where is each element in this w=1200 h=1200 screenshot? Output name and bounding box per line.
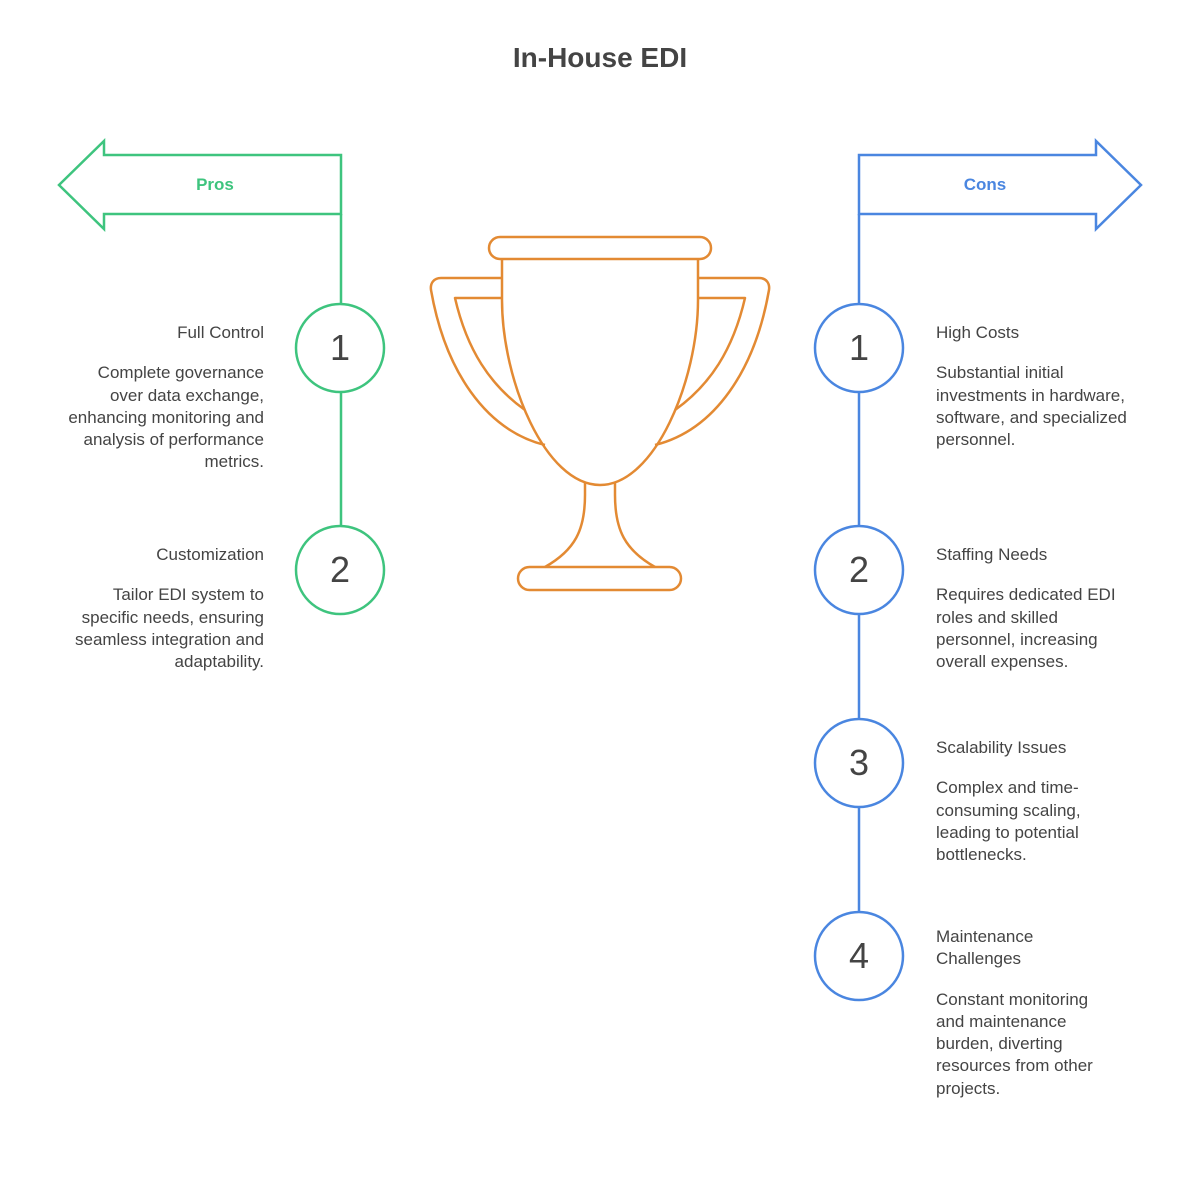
cons-item-2: Staffing Needs Requires dedicated EDI ro… xyxy=(936,544,1136,673)
cons-circle-3 xyxy=(813,717,905,809)
pros-item-2: Customization Tailor EDI system to speci… xyxy=(64,544,264,673)
item-title: High Costs xyxy=(936,323,1020,342)
cons-item-1: High Costs Substantial initial investmen… xyxy=(936,322,1136,451)
pros-number-2: 2 xyxy=(329,549,351,590)
item-text: Substantial initial investments in hardw… xyxy=(936,363,1127,450)
item-text: Complex and time-consuming scaling, lead… xyxy=(936,778,1081,865)
cons-circle-1 xyxy=(813,302,905,394)
item-title: Customization xyxy=(156,545,264,564)
cons-item-3: Scalability Issues Complex and time-cons… xyxy=(936,737,1136,866)
item-title: Full Control xyxy=(177,323,264,342)
cons-item-4: Maintenance Challenges Constant monitori… xyxy=(936,926,1093,1100)
page-title: In-House EDI xyxy=(512,42,688,73)
pros-number-1: 1 xyxy=(329,327,351,368)
pros-item-1: Full Control Complete governance over da… xyxy=(64,322,264,474)
pros-arrow xyxy=(57,138,343,232)
item-text: Tailor EDI system to specific needs, ens… xyxy=(74,585,264,672)
cons-number-4: 4 xyxy=(848,935,870,976)
cons-number-1: 1 xyxy=(848,327,870,368)
item-title: Maintenance Challenges xyxy=(936,927,1034,969)
cons-circle-2 xyxy=(813,524,905,616)
pros-circle-1 xyxy=(294,302,386,394)
item-text: Complete governance over data exchange, … xyxy=(68,363,264,472)
pros-label: Pros xyxy=(196,175,234,194)
item-title: Scalability Issues xyxy=(936,738,1067,757)
cons-graphics xyxy=(813,138,1143,1002)
cons-circle-4 xyxy=(813,910,905,1002)
item-text: Requires dedicated EDI roles and skilled… xyxy=(936,585,1116,672)
item-text: Constant monitoring and maintenance burd… xyxy=(936,989,1093,1098)
pros-circle-2 xyxy=(294,524,386,616)
cons-number-2: 2 xyxy=(848,549,870,590)
trophy-icon xyxy=(429,235,771,592)
cons-arrow xyxy=(857,138,1143,232)
cons-label: Cons xyxy=(963,175,1007,194)
pros-graphics xyxy=(57,138,386,616)
cons-number-3: 3 xyxy=(848,742,870,783)
item-title: Staffing Needs xyxy=(936,545,1048,564)
